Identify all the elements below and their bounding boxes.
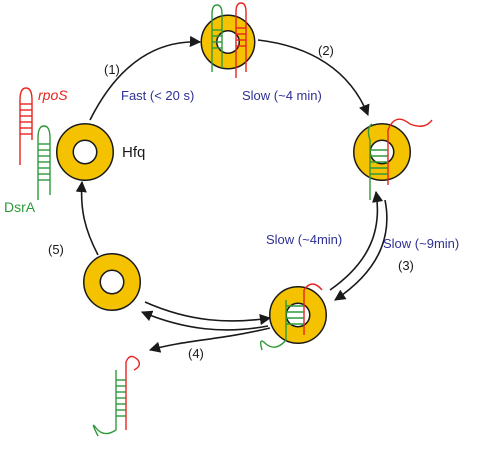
arrow-step-5 [75, 180, 99, 256]
arrow-step-4-reverse [140, 310, 269, 331]
arrow-step-4-release [148, 327, 271, 353]
hfq-ring-bottom-right [269, 286, 327, 344]
step-2-label: (2) [318, 43, 334, 58]
hfq-ring-right [353, 123, 411, 181]
hfq-ring-top [200, 14, 256, 70]
rna-bound-bottom-right [259, 283, 323, 351]
rate-slow-4min-b-label: Slow (~4min) [266, 232, 342, 247]
arrow-step-2 [257, 39, 370, 117]
dsra-rna-free [37, 125, 51, 200]
rna-released-duplex [92, 355, 141, 437]
hfq-label: Hfq [122, 144, 145, 161]
step-4-label: (4) [188, 346, 204, 361]
rna-bound-right [367, 118, 433, 200]
cycle-arrows [75, 35, 388, 353]
hfq-ring-free-end [83, 253, 141, 311]
hfq-ring-free-start [56, 123, 114, 181]
arrow-step-3-forward [334, 199, 388, 301]
rate-slow-4min-label: Slow (~4 min) [242, 88, 322, 103]
rate-fast-label: Fast (< 20 s) [121, 88, 194, 103]
rpos-label: rpoS [38, 87, 68, 103]
step-1-label: (1) [104, 62, 120, 77]
rpos-rna-free [19, 87, 33, 165]
rate-slow-9min-label: Slow (~9min) [383, 236, 459, 251]
step-5-label: (5) [48, 242, 64, 257]
rna-bound-top [211, 2, 247, 78]
arrow-step-3-reverse [329, 190, 384, 291]
arrow-step-4-forward [144, 301, 272, 326]
arrow-step-1 [89, 35, 202, 121]
dsra-label: DsrA [4, 199, 36, 215]
step-3-label: (3) [398, 258, 414, 273]
